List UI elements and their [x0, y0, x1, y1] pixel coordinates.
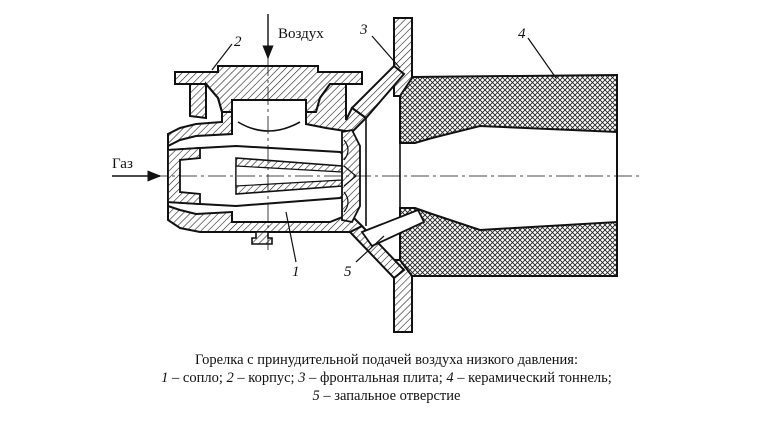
leader-1	[285, 211, 297, 263]
legend-num-5: 5	[312, 388, 320, 404]
caption-legend: 1 – сопло; 2 – корпус; 3 – фронтальная п…	[0, 369, 773, 387]
leader-2	[211, 43, 233, 71]
nozzle-inlet-threaded	[167, 147, 201, 205]
gas-label: Газ	[112, 156, 133, 172]
swirler	[341, 128, 361, 224]
leader-3	[371, 35, 401, 69]
legend-text-5: – запальное отверстие	[319, 388, 461, 404]
legend-text-3: – фронтальная плита;	[305, 370, 447, 386]
air-label: Воздух	[278, 26, 324, 42]
figure-caption: Горелка с принудительной подачей воздуха…	[0, 351, 773, 405]
burner-diagram: Воздух Газ 2 3 4 1 5	[112, 14, 640, 333]
ceramic-tunnel-lower	[399, 207, 618, 277]
legend-num-1: 1	[161, 370, 169, 386]
caption-legend-last: 5 – запальное отверстие	[0, 387, 773, 405]
label-2: 2	[234, 34, 242, 50]
housing-right-wall	[305, 83, 368, 134]
legend-text-4: – керамический тоннель;	[453, 370, 612, 386]
legend-num-3: 3	[298, 370, 306, 386]
legend-text-1: – сопло;	[168, 370, 227, 386]
legend-num-2: 2	[226, 370, 234, 386]
housing-bottom	[167, 204, 364, 233]
burner-throat	[365, 118, 401, 226]
ceramic-tunnel-upper	[399, 73, 618, 144]
caption-title: Горелка с принудительной подачей воздуха…	[194, 352, 579, 368]
housing-left-wall	[167, 81, 233, 148]
front-plate-flange-bottom	[393, 259, 413, 333]
label-4: 4	[518, 26, 526, 42]
drain-plug	[251, 231, 273, 245]
leader-5	[355, 235, 385, 263]
legend-text-2: – корпус;	[233, 370, 299, 386]
legend-num-4: 4	[446, 370, 454, 386]
label-1: 1	[292, 264, 300, 280]
label-3: 3	[359, 22, 368, 38]
air-flow-curve	[237, 121, 301, 132]
ignition-hole	[360, 208, 426, 248]
label-5: 5	[344, 264, 352, 280]
leader-4	[527, 37, 557, 79]
